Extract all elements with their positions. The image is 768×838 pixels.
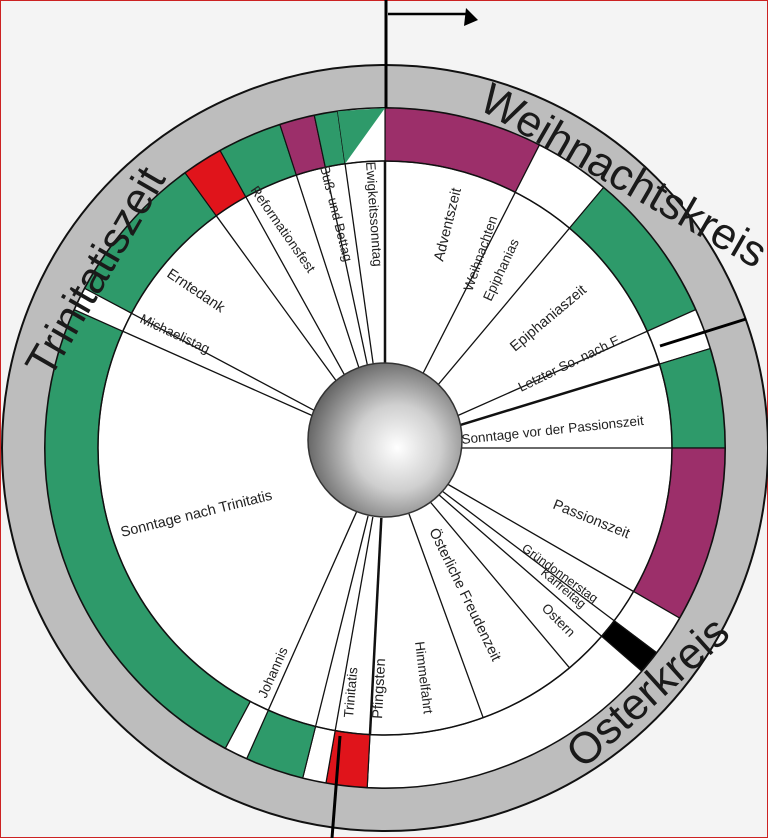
spoke-11 [368, 517, 383, 735]
spoke-18 [245, 196, 352, 388]
spoke-8 [437, 493, 603, 637]
spoke-6 [445, 482, 634, 593]
spoke-16 [131, 312, 324, 416]
spoke-2 [429, 227, 570, 395]
label-ewigkeitssonntag: Ewigkeitssonntag [363, 161, 385, 267]
divider-trinity [330, 735, 342, 838]
band-ewigkeitssonntag-green-half [337, 108, 385, 164]
arrowhead-icon [464, 8, 478, 26]
spoke-9 [429, 501, 570, 669]
spoke-20 [324, 167, 372, 380]
spoke-13 [314, 515, 369, 727]
spoke-3 [448, 330, 648, 421]
band-inner-edge [97, 160, 673, 736]
spoke-12 [334, 516, 374, 731]
spoke-21 [344, 163, 376, 379]
label-trinitatis: Trinitatis [341, 666, 360, 718]
spoke-14 [267, 511, 358, 711]
spoke-10 [408, 513, 484, 718]
spoke-19 [295, 174, 364, 382]
spoke-4 [451, 362, 660, 429]
center-hub [307, 362, 463, 518]
spoke-17 [215, 215, 345, 392]
label-pfingsten: Pfingsten [370, 658, 389, 719]
spoke-7 [440, 489, 615, 622]
divider-easter [659, 317, 747, 348]
spoke-lines [122, 161, 672, 735]
spoke-1 [416, 191, 516, 386]
color-bands [44, 107, 726, 789]
spoke-15 [122, 330, 322, 421]
